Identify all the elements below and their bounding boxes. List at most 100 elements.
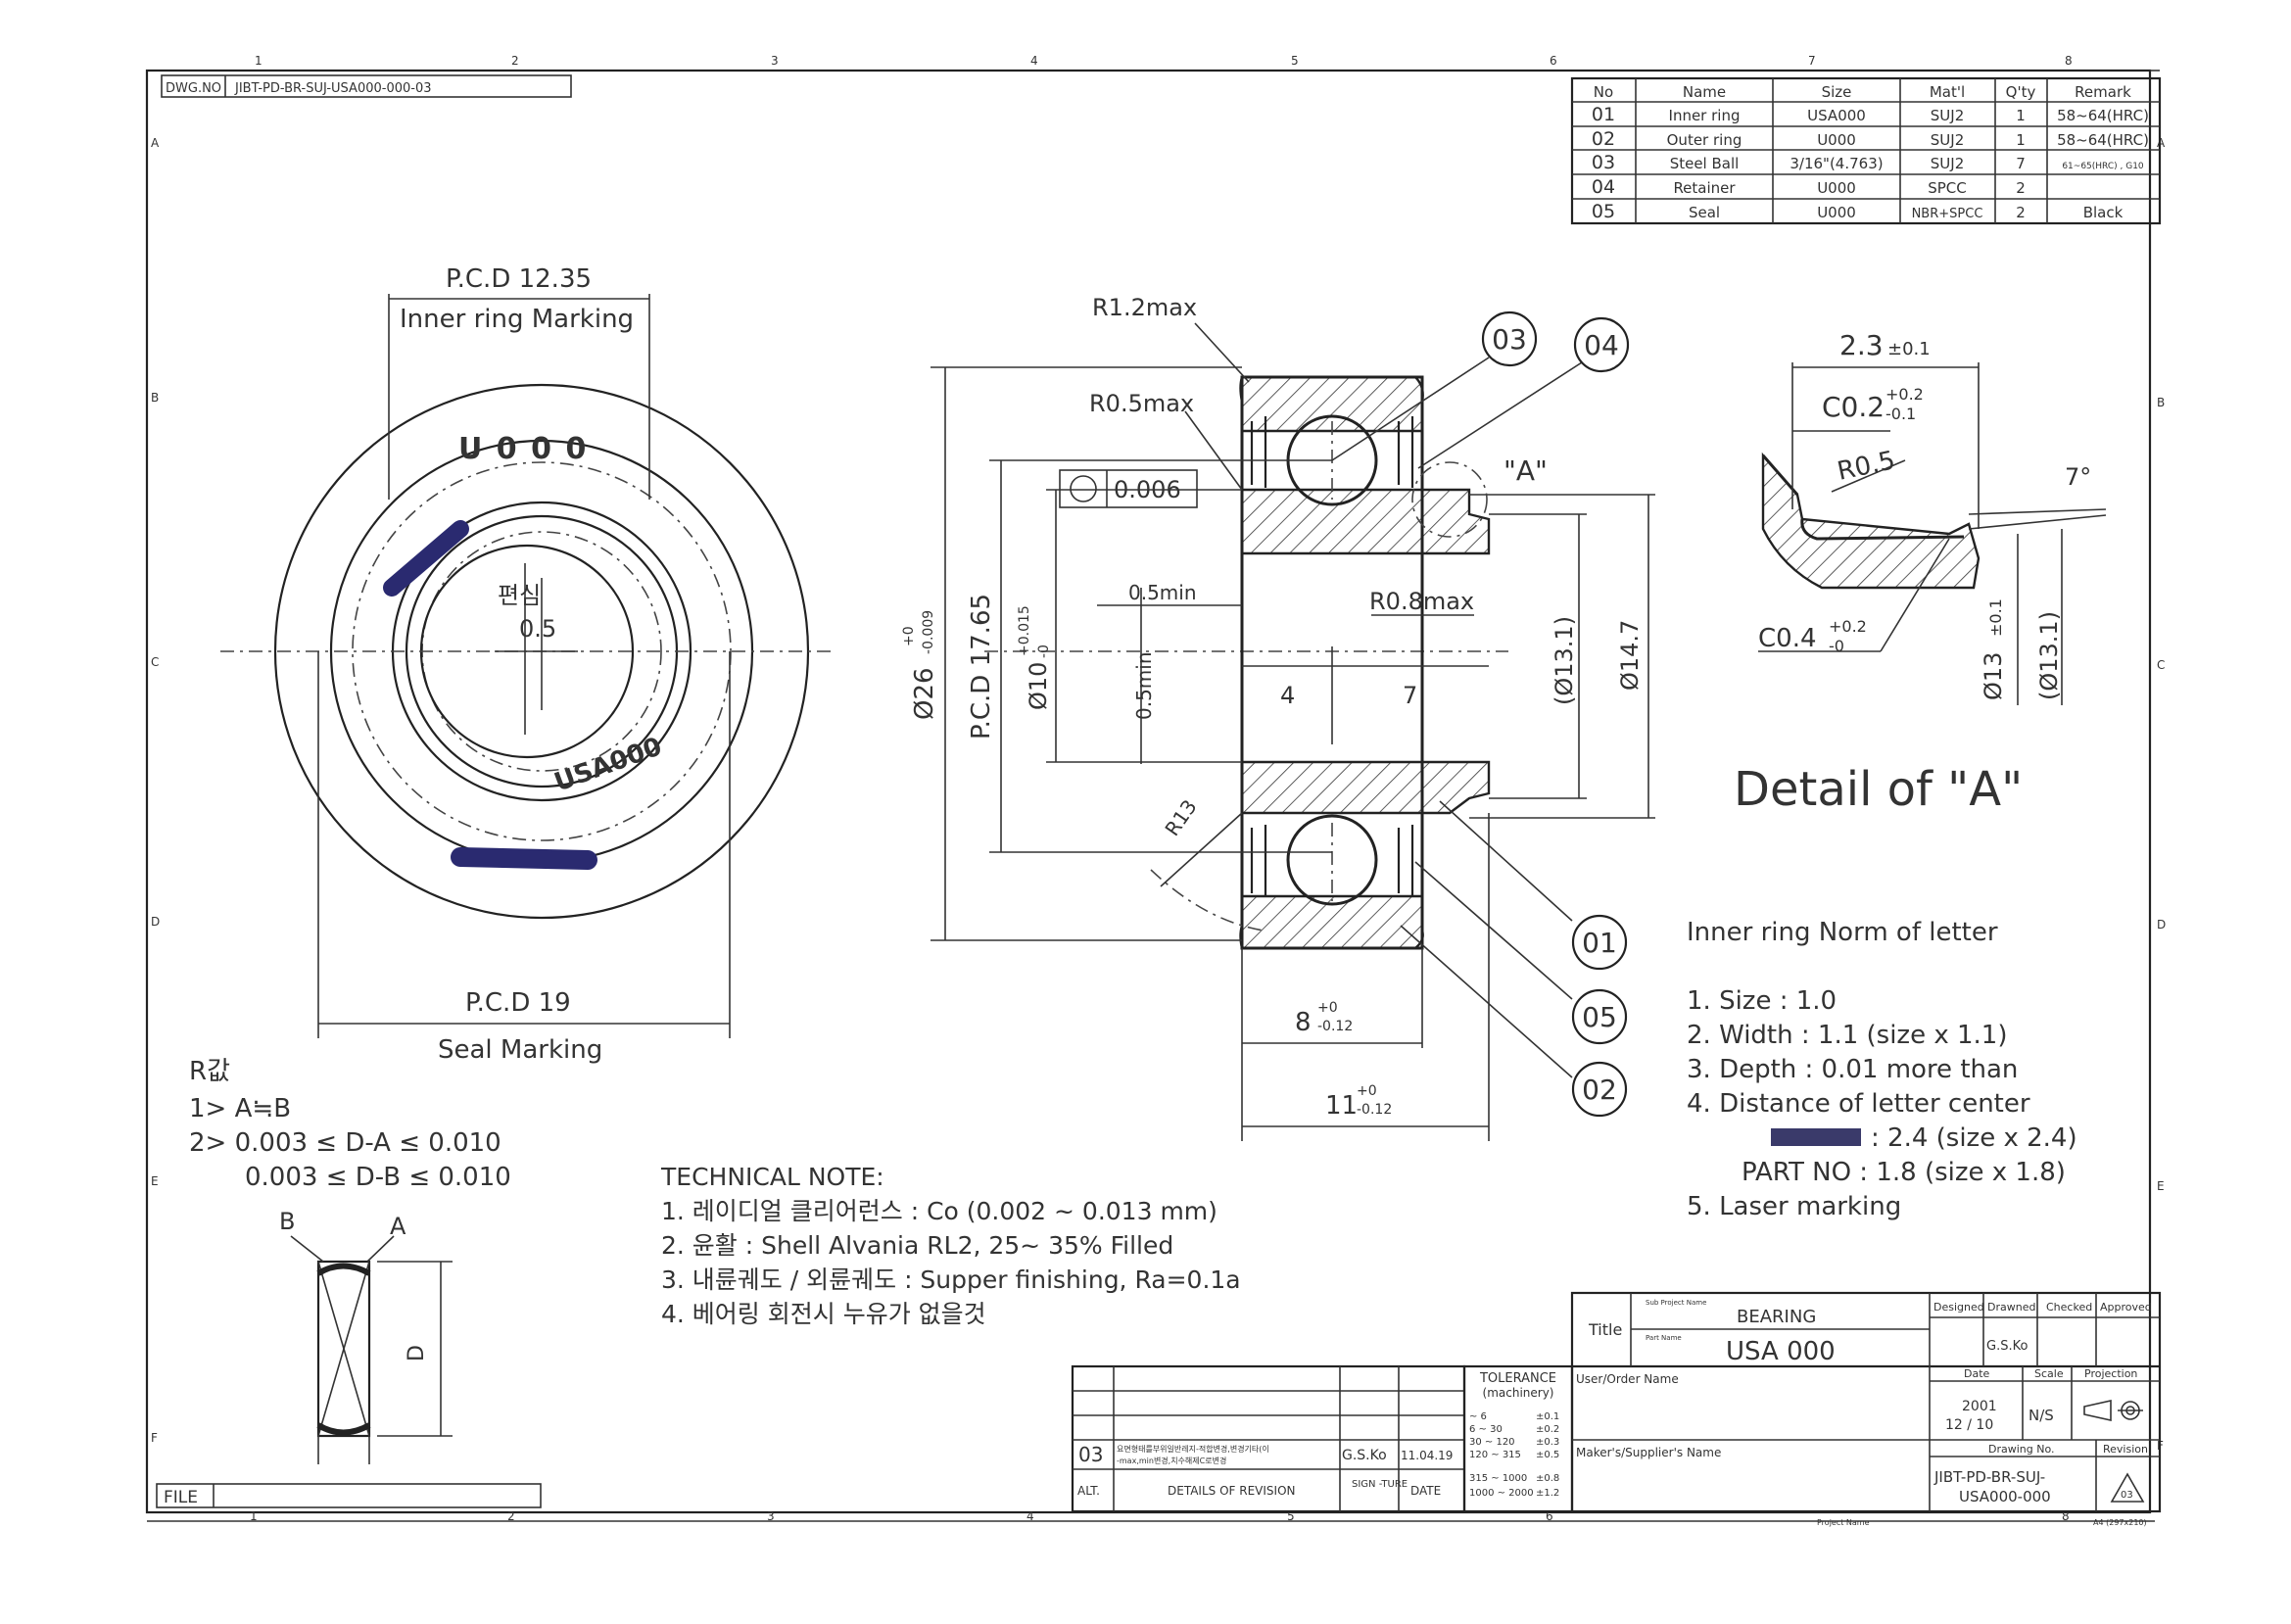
parts-cell: 61~65(HRC) , G10 <box>2062 162 2144 171</box>
d26-label: Ø26 <box>910 667 939 720</box>
balloon-label: 03 <box>1492 323 1527 356</box>
balloon-03: 03 <box>1481 310 1538 367</box>
w11-tol-top: +0 <box>1357 1083 1377 1099</box>
rev-desc: 요면형태를부위일반레지-적합변경,변경기타(이 <box>1117 1444 1269 1454</box>
balloon-04: 04 <box>1573 316 1630 373</box>
detail-d13-label: Ø13 <box>1980 652 2007 700</box>
date-label: Date <box>1964 1367 1990 1380</box>
tolerance-range: ~ 6 <box>1469 1411 1487 1422</box>
rev-no: 03 <box>1078 1443 1103 1466</box>
r-value-line: 2> 0.003 ≤ D-A ≤ 0.010 <box>189 1128 501 1158</box>
parts-cell: U000 <box>1817 179 1856 197</box>
r-value-notes: R값 1> A≒B 2> 0.003 ≤ D-A ≤ 0.010 0.003 ≤… <box>189 1057 511 1192</box>
r08-label: R0.8max <box>1369 588 1474 615</box>
dim4-label: 4 <box>1280 682 1295 709</box>
d131-label: (Ø13.1) <box>1551 616 1578 705</box>
sub-project-label: Sub Project Name <box>1646 1299 1706 1307</box>
tolerance-subtitle: (machinery) <box>1483 1386 1554 1400</box>
details-label: DETAILS OF REVISION <box>1168 1484 1296 1498</box>
row-label: D <box>2157 918 2166 931</box>
parts-cell: 02 <box>1592 128 1615 150</box>
title-label: Title <box>1588 1320 1622 1339</box>
inner-ring-top <box>1240 488 1491 555</box>
parts-cell: 2 <box>2016 179 2026 197</box>
pcd1765-label: P.C.D 17.65 <box>967 594 996 740</box>
front-view: 편심 0.5 U 0 0 0 USA000 P.C.D 12.35 Inner … <box>220 264 833 1065</box>
drawing-no-value: JIBT-PD-BR-SUJ- <box>1933 1468 2045 1486</box>
pcd-top-label: P.C.D 12.35 <box>446 264 592 294</box>
d26-tol-top: +0 <box>901 626 917 646</box>
letter-norm-item: 4. Distance of letter center <box>1687 1089 2030 1119</box>
parts-cell: 03 <box>1592 152 1615 173</box>
w8-tol-bot: -0.12 <box>1317 1019 1353 1034</box>
dwg-no-box: DWG.NO JIBT-PD-BR-SUJ-USA000-000-03 <box>161 74 572 98</box>
col-label: 6 <box>1546 1509 1553 1523</box>
row-label: C <box>2157 658 2165 672</box>
callout-a-label: "A" <box>1503 454 1548 487</box>
file-box: FILE <box>156 1483 542 1508</box>
d10-tol-top: +0.015 <box>1017 605 1032 656</box>
label-b: B <box>279 1208 295 1235</box>
title-block: Title Sub Project Name BEARING Part Name… <box>1570 1291 2162 1527</box>
dwg-no-label: DWG.NO <box>166 81 221 96</box>
part-name-value: USA 000 <box>1726 1337 1836 1366</box>
user-label: User/Order Name <box>1576 1372 1679 1386</box>
w11-label: 11 <box>1325 1091 1358 1121</box>
r-value-line: 1> A≒B <box>189 1094 291 1123</box>
parts-cell: SPCC <box>1928 179 1967 197</box>
sub-project-value: BEARING <box>1737 1307 1816 1327</box>
parts-cell: SUJ2 <box>1931 155 1964 172</box>
letter-norm-item: : 2.4 (size x 2.4) <box>1871 1123 2077 1153</box>
letter-norm-notes: Inner ring Norm of letter 1. Size : 1.0 … <box>1687 918 2077 1221</box>
parts-cell: Inner ring <box>1669 107 1741 124</box>
letter-norm-item: 2. Width : 1.1 (size x 1.1) <box>1687 1021 2007 1050</box>
detail-angle-label: 7° <box>2065 463 2091 491</box>
seal-marking-label: Seal Marking <box>438 1035 602 1065</box>
parts-cell: Retainer <box>1673 179 1736 197</box>
row-label: F <box>151 1431 158 1445</box>
date-value: 12 / 10 <box>1945 1417 1993 1433</box>
detail-r05-label: R0.5 <box>1835 446 1897 487</box>
col-label: 1 <box>255 54 263 68</box>
row-label: A <box>2157 136 2166 150</box>
col-label: 1 <box>250 1509 258 1523</box>
technical-note-line: 3. 내륜궤도 / 외륜궤도 : Supper finishing, Ra=0.… <box>661 1266 1241 1294</box>
balloon-02: 02 <box>1571 1061 1628 1118</box>
revision-value: 03 <box>2121 1490 2133 1501</box>
tolerance-range: 120 ~ 315 <box>1469 1450 1521 1460</box>
parts-header: No <box>1594 83 1613 101</box>
rev-sign: G.S.Ko <box>1342 1448 1387 1463</box>
scale-label: Scale <box>2034 1367 2064 1380</box>
balloon-label: 05 <box>1582 1001 1617 1033</box>
technical-note-line: 4. 베어링 회전시 누유가 없을것 <box>661 1300 986 1328</box>
inner-ring-marking-label: Inner ring Marking <box>400 305 634 334</box>
detail-c02-tol-bot: -0.1 <box>1885 405 1916 423</box>
tolerance-range: 30 ~ 120 <box>1469 1437 1515 1448</box>
projection-label: Projection <box>2084 1367 2137 1380</box>
balloon-label: 01 <box>1582 927 1617 959</box>
label-a: A <box>390 1213 406 1240</box>
tolerance-value: ±1.2 <box>1536 1488 1559 1499</box>
parts-table: No Name Size Mat'l Q'ty Remark 01 Inner … <box>1570 76 2162 225</box>
seal-marker-stroke <box>383 520 469 597</box>
letter-norm-item: PART NO : 1.8 (size x 1.8) <box>1742 1158 2066 1187</box>
r-value-line: 0.003 ≤ D-B ≤ 0.010 <box>245 1163 511 1192</box>
tolerance-range: 315 ~ 1000 <box>1469 1473 1527 1484</box>
dwg-no-value: JIBT-PD-BR-SUJ-USA000-000-03 <box>234 81 432 96</box>
technical-note-line: 2. 윤활 : Shell Alvania RL2, 25~ 35% Fille… <box>661 1231 1173 1260</box>
detail-d131-label: (Ø13.1) <box>2035 611 2063 700</box>
parts-header: Size <box>1822 83 1852 101</box>
row-label: C <box>151 655 159 669</box>
parts-cell: 1 <box>2016 107 2026 124</box>
parts-cell: 2 <box>2016 204 2026 221</box>
seal-section-sketch: B A D <box>279 1208 453 1464</box>
parts-cell: Seal <box>1689 204 1720 221</box>
r12-label: R1.2max <box>1092 294 1197 321</box>
parts-header: Q'ty <box>2006 83 2036 101</box>
detail-w23-tol: ±0.1 <box>1887 339 1931 359</box>
parts-cell: 3/16"(4.763) <box>1790 155 1883 172</box>
r13-label: R13 <box>1160 795 1201 840</box>
col-label: 3 <box>767 1509 775 1523</box>
min05-h-label: 0.5min <box>1128 581 1197 604</box>
